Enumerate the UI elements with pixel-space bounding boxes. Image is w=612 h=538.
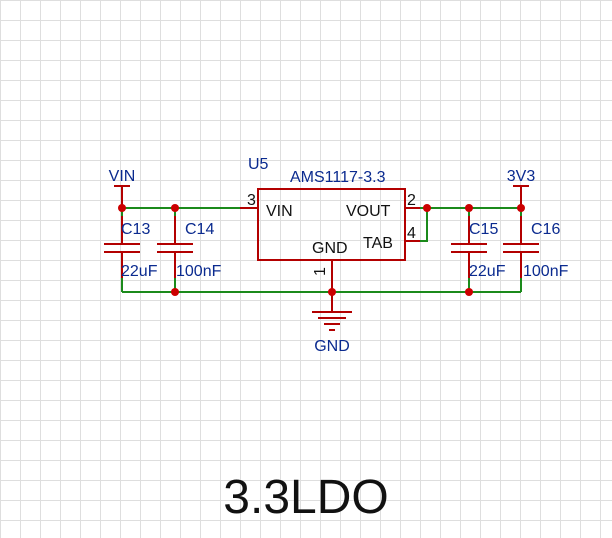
regulator-value: AMS1117-3.3	[290, 169, 386, 186]
vin-power-flag: VIN	[109, 168, 136, 208]
regulator-u5[interactable]: U5 AMS1117-3.3 VIN VOUT TAB GND 3 2 4 1	[240, 156, 420, 292]
3v3-power-flag: 3V3	[507, 168, 536, 208]
pin-vin-name: VIN	[266, 203, 293, 220]
pin-vout-number: 2	[407, 192, 416, 209]
junction-dot	[423, 204, 431, 212]
junction-dot	[517, 204, 525, 212]
junction-dot	[171, 288, 179, 296]
junction-dot	[118, 204, 126, 212]
c14-value: 100nF	[176, 263, 222, 280]
c16-ref: C16	[531, 221, 560, 238]
c13-value: 22uF	[121, 263, 158, 280]
gnd-net-label: GND	[314, 338, 350, 355]
capacitor-c13[interactable]: C13 22uF	[104, 216, 158, 280]
junctions	[118, 204, 525, 296]
pin-gnd-number: 1	[312, 267, 329, 276]
gnd-symbol: GND	[312, 292, 352, 355]
junction-dot	[328, 288, 336, 296]
pin-gnd-name: GND	[312, 240, 348, 257]
junction-dot	[465, 204, 473, 212]
pin-tab-name: TAB	[363, 235, 393, 252]
page-title: 3.3LDO	[223, 471, 389, 524]
c15-value: 22uF	[469, 263, 506, 280]
c15-ref: C15	[469, 221, 498, 238]
capacitor-c14[interactable]: C14 100nF	[157, 216, 222, 280]
junction-dot	[171, 204, 179, 212]
3v3-net-label: 3V3	[507, 168, 536, 185]
pin-vin-number: 3	[247, 192, 256, 209]
capacitor-c15[interactable]: C15 22uF	[451, 216, 506, 280]
c13-ref: C13	[121, 221, 150, 238]
vin-net-label: VIN	[109, 168, 136, 185]
c14-ref: C14	[185, 221, 214, 238]
pin-vout-name: VOUT	[346, 203, 391, 220]
junction-dot	[465, 288, 473, 296]
regulator-ref: U5	[248, 156, 269, 173]
pin-tab-number: 4	[407, 225, 416, 242]
capacitor-c16[interactable]: C16 100nF	[503, 216, 569, 280]
c16-value: 100nF	[523, 263, 569, 280]
